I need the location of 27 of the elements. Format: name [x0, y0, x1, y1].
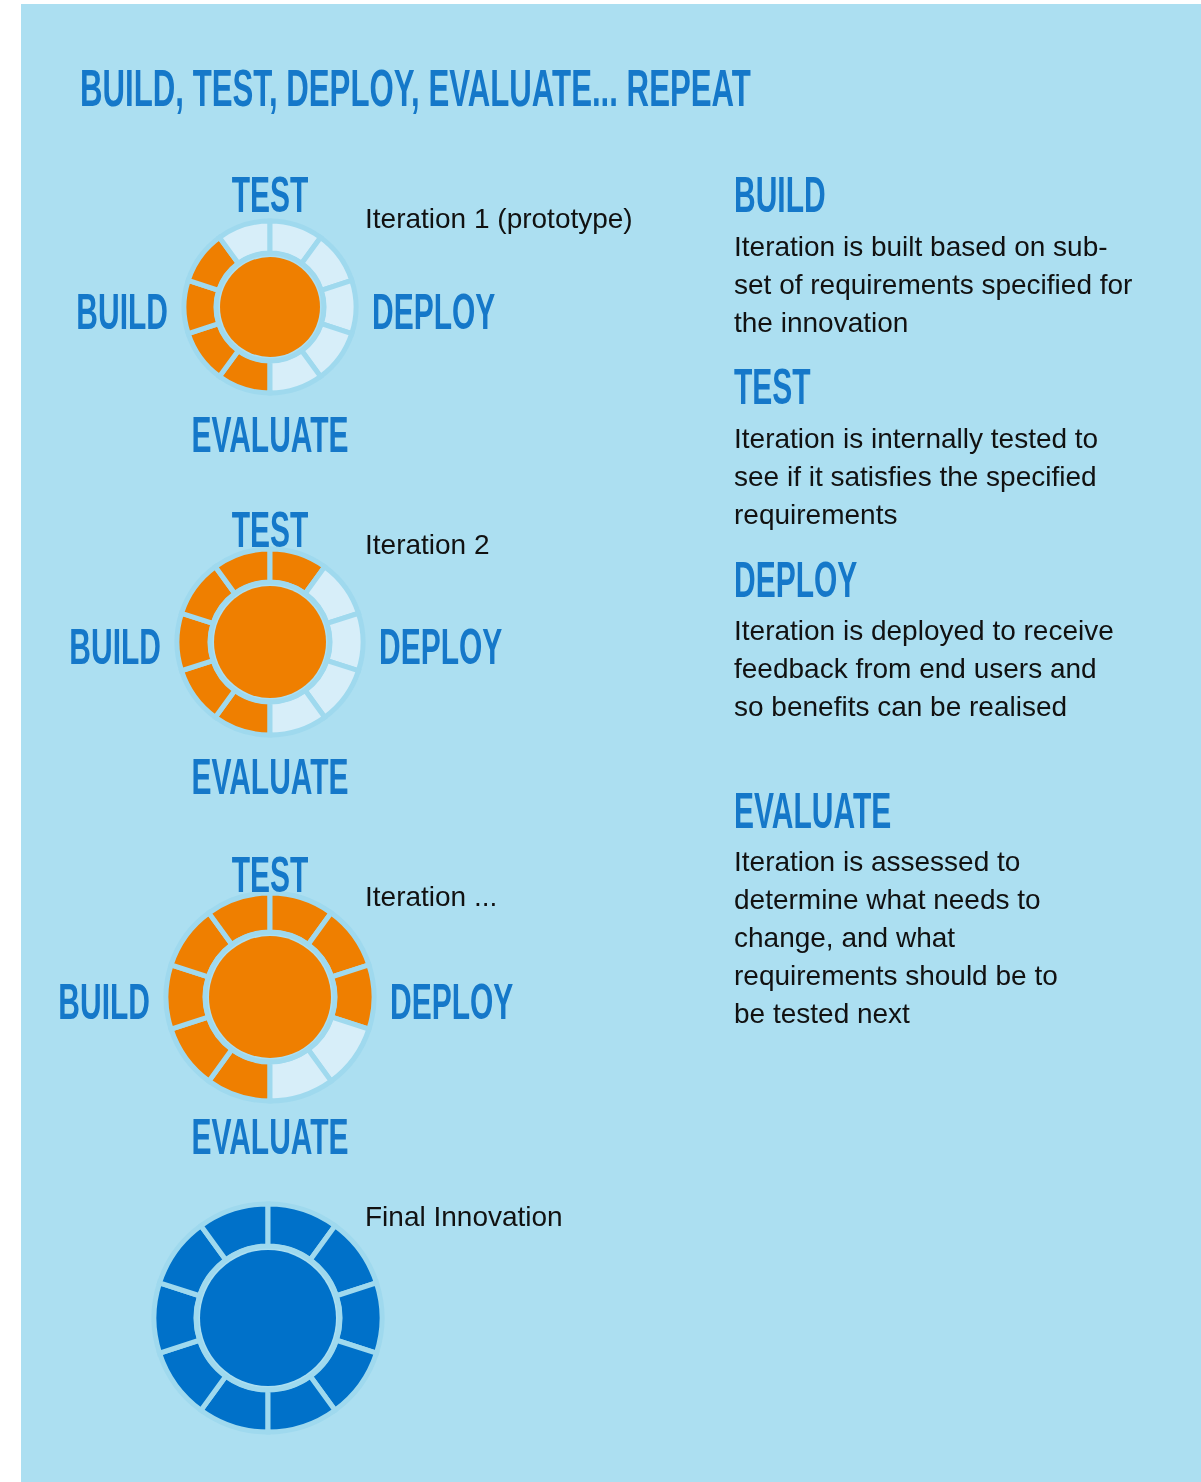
step-heading: EVALUATE: [734, 786, 892, 836]
step-label: DEPLOY: [390, 977, 514, 1027]
iteration-caption: Iteration ...: [365, 880, 498, 914]
diagram-title: BUILD, TEST, DEPLOY, EVALUATE... REPEAT: [80, 62, 751, 114]
step-label: BUILD: [76, 287, 168, 337]
step-description: Iteration is internally tested to see if it satisfies the specified requirements: [734, 422, 1100, 532]
iteration-caption: Iteration 1 (prototype): [365, 202, 633, 236]
iteration-caption: Iteration 2: [365, 528, 490, 562]
step-description: Iteration is deployed to receive feedback from end users and so benefits can be realised: [734, 614, 1115, 724]
step-label: EVALUATE: [191, 410, 349, 460]
step-description: Iteration is assessed to determine what needs to change, and what requirements should be to be tested next: [734, 845, 1059, 1031]
step-label: DEPLOY: [372, 287, 496, 337]
step-heading: TEST: [734, 362, 811, 412]
step-label: TEST: [231, 850, 309, 900]
step-label: BUILD: [58, 977, 150, 1027]
step-heading: DEPLOY: [734, 555, 858, 605]
step-label: BUILD: [69, 622, 161, 672]
step-label: EVALUATE: [191, 1112, 349, 1162]
step-description: Iteration is built based on sub-set of requirements specified for the innovation: [734, 230, 1134, 340]
progress-wheel-icon: [184, 221, 356, 393]
step-label: TEST: [231, 505, 309, 555]
iteration-caption: Final Innovation: [365, 1200, 563, 1234]
step-label: EVALUATE: [191, 752, 349, 802]
step-heading: BUILD: [734, 170, 826, 220]
step-label: DEPLOY: [379, 622, 503, 672]
step-label: TEST: [231, 170, 309, 220]
progress-wheel-icon: [177, 549, 363, 735]
